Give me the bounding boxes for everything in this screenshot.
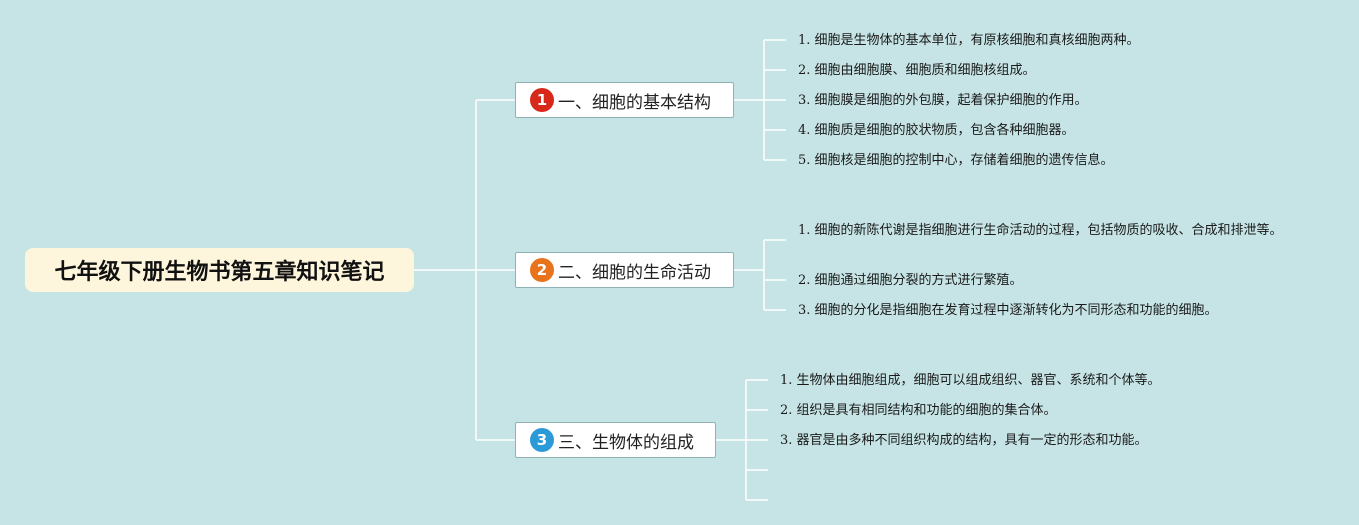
leaf-topic-1-4[interactable]: 4. 细胞质是细胞的胶状物质，包含各种细胞器。 — [798, 123, 1075, 138]
branch-topic-3[interactable]: 3 三、生物体的组成 — [515, 422, 716, 458]
branch-title-3: 三、生物体的组成 — [558, 432, 694, 453]
leaf-topic-1-5[interactable]: 5. 细胞核是细胞的控制中心，存储着细胞的遗传信息。 — [798, 153, 1114, 168]
leaf-topic-2-1[interactable]: 1. 细胞的新陈代谢是指细胞进行生命活动的过程，包括物质的吸收、合成和排泄等。 — [798, 223, 1283, 238]
leaf-topic-1-1[interactable]: 1. 细胞是生物体的基本单位，有原核细胞和真核细胞两种。 — [798, 33, 1140, 48]
root-title: 七年级下册生物书第五章知识笔记 — [54, 260, 385, 285]
leaf-topic-3-1[interactable]: 1. 生物体由细胞组成，细胞可以组成组织、器官、系统和个体等。 — [780, 373, 1161, 388]
branch-title-2: 二、细胞的生命活动 — [558, 262, 711, 283]
number-badge-1-icon: 1 — [530, 88, 554, 112]
branch-topic-1[interactable]: 1 一、细胞的基本结构 — [515, 82, 734, 118]
number-badge-3-icon: 3 — [530, 428, 554, 452]
root-topic[interactable]: 七年级下册生物书第五章知识笔记 — [25, 248, 414, 292]
leaf-topic-2-2[interactable]: 2. 细胞通过细胞分裂的方式进行繁殖。 — [798, 273, 1023, 288]
branch-title-1: 一、细胞的基本结构 — [558, 92, 711, 113]
leaf-topic-3-3[interactable]: 3. 器官是由多种不同组织构成的结构，具有一定的形态和功能。 — [780, 433, 1148, 448]
number-badge-2-icon: 2 — [530, 258, 554, 282]
branch-3-leaf-connector — [716, 379, 768, 501]
leaf-topic-1-2[interactable]: 2. 细胞由细胞膜、细胞质和细胞核组成。 — [798, 63, 1036, 78]
leaf-topic-2-3[interactable]: 3. 细胞的分化是指细胞在发育过程中逐渐转化为不同形态和功能的细胞。 — [798, 303, 1218, 318]
leaf-topic-1-3[interactable]: 3. 细胞膜是细胞的外包膜，起着保护细胞的作用。 — [798, 93, 1088, 108]
leaf-topic-3-2[interactable]: 2. 组织是具有相同结构和功能的细胞的集合体。 — [780, 403, 1057, 418]
branch-2-leaf-connector — [734, 239, 786, 311]
branch-1-leaf-connector — [734, 39, 786, 161]
branch-topic-2[interactable]: 2 二、细胞的生命活动 — [515, 252, 734, 288]
